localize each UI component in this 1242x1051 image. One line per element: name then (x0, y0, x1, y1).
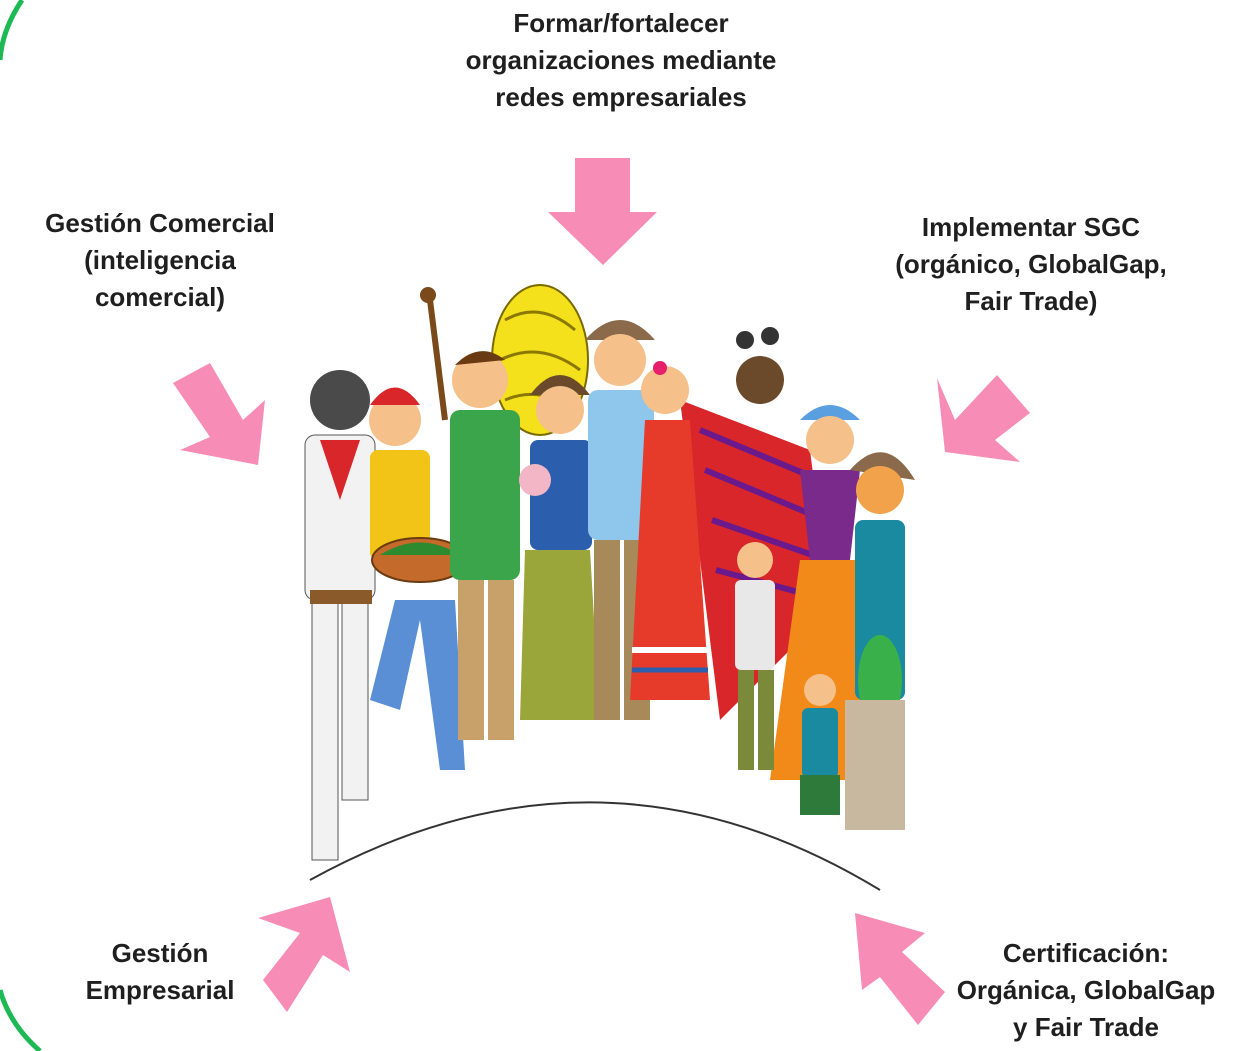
label-line: Gestión (111, 938, 209, 968)
arrow-right (937, 375, 1030, 462)
label-line: redes empresariales (495, 82, 747, 112)
label-implementar-sgc: Implementar SGC (orgánico, GlobalGap, Fa… (851, 209, 1211, 320)
label-gestion-empresarial: Gestión Empresarial (40, 935, 280, 1009)
label-line: (orgánico, GlobalGap, (895, 249, 1167, 279)
arrow-top (548, 158, 657, 265)
label-line: Gestión Comercial (45, 208, 275, 238)
label-line: Implementar SGC (921, 212, 1141, 242)
label-line: Formar/fortalecer (513, 8, 729, 38)
label-line: (inteligencia (84, 245, 236, 275)
arrow-bottom-right (855, 913, 945, 1025)
label-gestion-comercial: Gestión Comercial (inteligencia comercia… (10, 205, 310, 316)
label-line: organizaciones mediante (465, 45, 777, 75)
label-line: comercial) (94, 282, 226, 312)
arrow-bottom-left (258, 897, 350, 1012)
label-certificacion: Certificación: Orgánica, GlobalGap y Fai… (930, 935, 1242, 1046)
label-line: Empresarial (85, 975, 235, 1005)
label-formar-organizaciones: Formar/fortalecer organizaciones mediant… (401, 5, 841, 116)
label-line: y Fair Trade (1013, 1012, 1159, 1042)
arrow-left (173, 363, 265, 465)
label-line: Certificación: (1002, 938, 1170, 968)
label-line: Orgánica, GlobalGap (956, 975, 1216, 1005)
label-line: Fair Trade) (964, 286, 1098, 316)
